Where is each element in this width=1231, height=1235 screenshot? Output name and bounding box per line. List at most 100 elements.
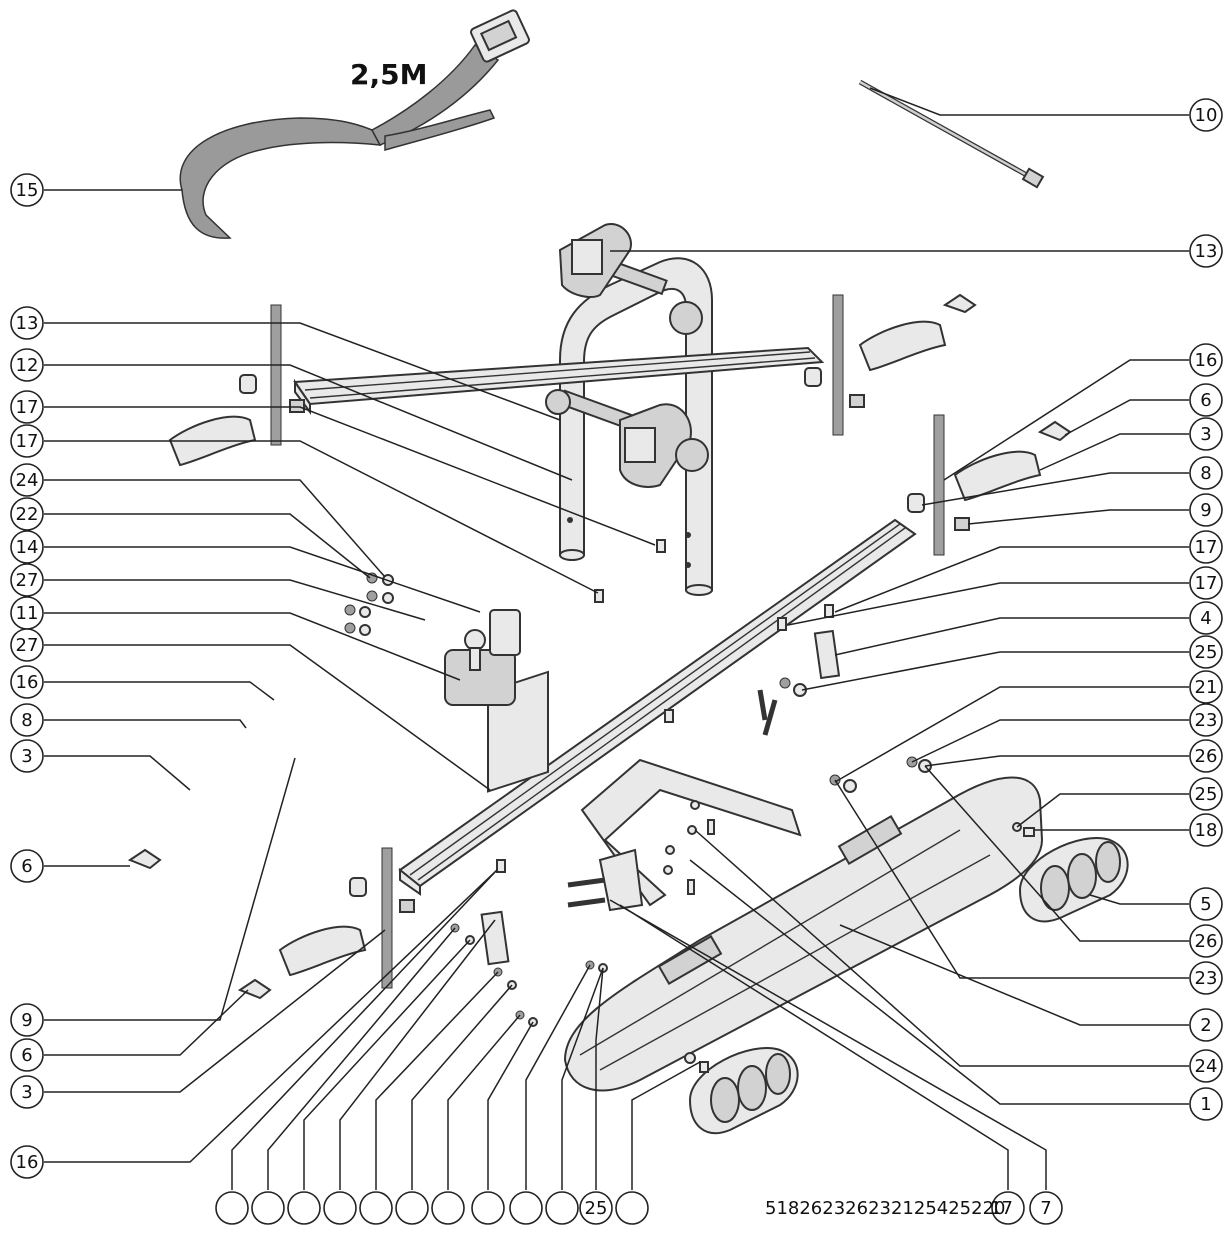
callout-c10: 10 (1189, 98, 1223, 132)
empty-callout-ring (471, 1191, 505, 1225)
callout-c23r2: 23 (1189, 961, 1223, 995)
leader-c25r2 (1016, 793, 1189, 828)
empty-callout-ring (431, 1191, 465, 1225)
callout-number: 3 (21, 746, 32, 767)
callout-c17r1: 17 (1189, 530, 1223, 564)
leader-c27a (44, 579, 426, 621)
callout-c6a: 6 (10, 849, 44, 883)
callout-number: 12 (16, 355, 39, 376)
empty-callout-ring (395, 1191, 429, 1225)
light-bar-1 (563, 776, 1044, 1092)
wheel-holder-left-bottom (237, 847, 415, 1000)
callout-number: 24 (1195, 1056, 1218, 1077)
leader-c3a (44, 755, 191, 791)
callout-number: 17 (16, 431, 39, 452)
callout-c16b: 16 (10, 1145, 44, 1179)
callout-c23r1: 23 (1189, 703, 1223, 737)
leader-c21 (834, 686, 1189, 783)
leader-c26r1 (924, 755, 1189, 767)
empty-callout-ring (251, 1191, 285, 1225)
leader-c11 (44, 612, 461, 681)
callout-number: 8 (1200, 463, 1211, 484)
callout-number: 1 (1200, 1094, 1211, 1115)
empty-callout-ring (287, 1191, 321, 1225)
callout-number: 27 (16, 635, 39, 656)
callout-c15: 15 (10, 173, 44, 207)
callout-c25b: 25 (579, 1191, 613, 1225)
callout-c27b: 27 (10, 628, 44, 662)
leader-c25r1 (801, 651, 1189, 691)
callout-number: 18 (1195, 820, 1218, 841)
callout-c12: 12 (10, 348, 44, 382)
leader-empty-5 (411, 984, 513, 1190)
callout-c13b: 13 (10, 306, 44, 340)
leader-empty-6 (447, 1014, 521, 1190)
callout-c6r: 6 (1189, 383, 1223, 417)
leader-c1 (689, 859, 1189, 1105)
callout-c9r: 9 (1189, 493, 1223, 527)
leader-c8r (921, 472, 1189, 506)
callout-number: 15 (16, 180, 39, 201)
empty-callout-ring (323, 1191, 357, 1225)
leader-c17a (44, 406, 656, 546)
callout-number: 9 (21, 1010, 32, 1031)
callouts: 1510131312171724221427112716836963161663… (10, 98, 1223, 1225)
callout-c25r2: 25 (1189, 777, 1223, 811)
callout-number: 16 (16, 1152, 39, 1173)
empty-callout-ring (509, 1191, 543, 1225)
callout-c2: 2 (1189, 1008, 1223, 1042)
callout-number: 10 (1195, 105, 1218, 126)
callout-number: 3 (21, 1082, 32, 1103)
leader-c17b (44, 440, 599, 594)
hinge-assembly-11 (444, 609, 549, 793)
leader-c16b (44, 869, 498, 1163)
callout-number: 25 (1195, 642, 1218, 663)
leader-c6r (1064, 399, 1189, 436)
callout-c4: 4 (1189, 601, 1223, 635)
callout-c17a: 17 (10, 390, 44, 424)
callout-c3r: 3 (1189, 417, 1223, 451)
leader-empty-7 (487, 1021, 534, 1190)
leader-c17r2 (787, 582, 1189, 626)
callout-c8r: 8 (1189, 456, 1223, 490)
bottom-callout-run: 518262326232125425220 (765, 1198, 1006, 1219)
callout-c26r1: 26 (1189, 739, 1223, 773)
callout-number: 17 (1195, 573, 1218, 594)
rails (293, 346, 917, 896)
callout-number: 7 (1040, 1198, 1051, 1219)
cable-tie-10 (858, 79, 1045, 189)
empty-callout-ring (359, 1191, 393, 1225)
callout-c16a: 16 (10, 665, 44, 699)
leader-c6b (44, 989, 249, 1056)
callout-c18: 18 (1189, 813, 1223, 847)
leader-c10 (869, 87, 1189, 116)
callout-c3b: 3 (10, 1075, 44, 1109)
callout-c5: 5 (1189, 887, 1223, 921)
callout-number: 16 (1195, 350, 1218, 371)
callout-c21: 21 (1189, 670, 1223, 704)
wheel-holder-right (907, 414, 1072, 556)
leader-c3b (44, 929, 386, 1093)
leader-empty-9 (561, 967, 604, 1190)
callout-number: 11 (16, 603, 39, 624)
callout-number: 23 (1195, 968, 1218, 989)
leader-c23r2 (834, 779, 1189, 979)
callout-number: 17 (1195, 537, 1218, 558)
leader-empty-8 (525, 964, 591, 1190)
callout-c17b: 17 (10, 424, 44, 458)
callout-number: 6 (21, 856, 32, 877)
leader-c22 (44, 513, 371, 579)
callout-number: 25 (585, 1198, 608, 1219)
callout-c11: 11 (10, 596, 44, 630)
callout-number: 2 (1200, 1015, 1211, 1036)
callout-number: 14 (16, 537, 39, 558)
leader-c14 (44, 546, 481, 613)
callout-c22: 22 (10, 497, 44, 531)
leader-c7 (609, 899, 1047, 1190)
wheel-holder-left-top (127, 304, 305, 870)
callout-number: 27 (16, 570, 39, 591)
leader-empty-3 (339, 919, 496, 1190)
strap-15: 2,5M (179, 9, 530, 239)
leader-c24r (694, 829, 1189, 1067)
